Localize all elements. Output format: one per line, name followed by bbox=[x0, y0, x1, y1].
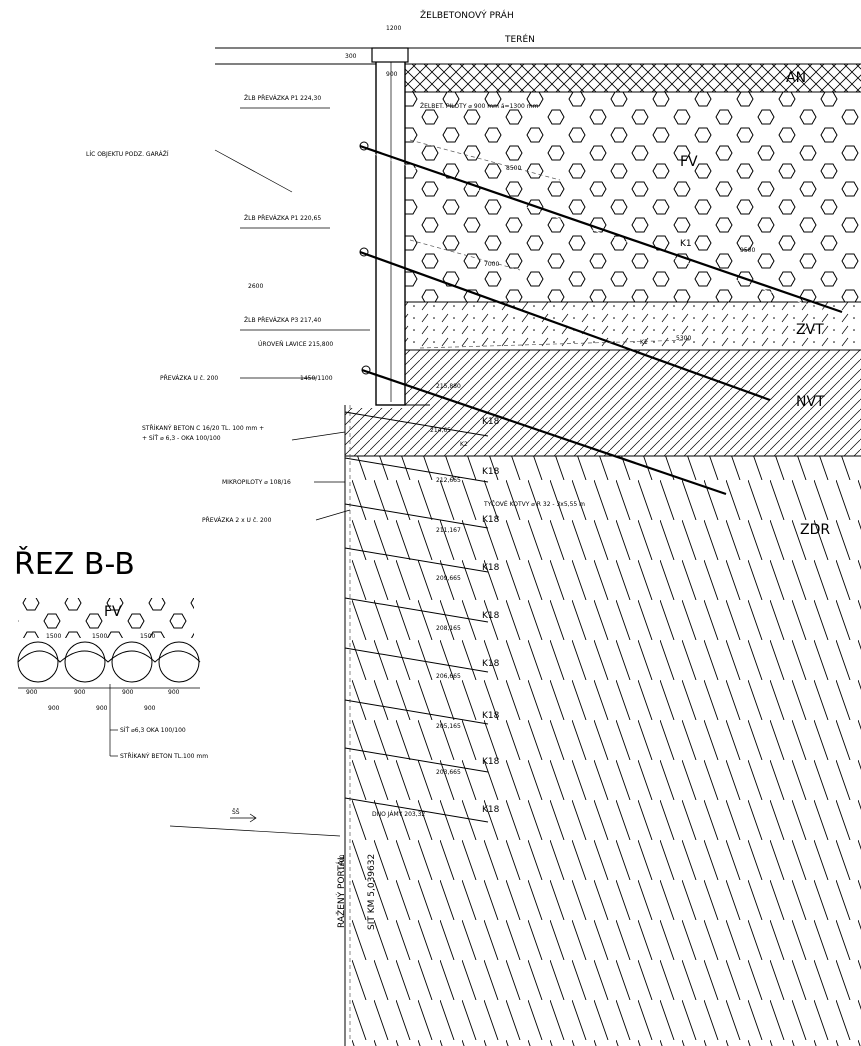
micropiles-label: MIKROPILOTY ⌀ 108/16 bbox=[222, 479, 291, 486]
wall-cap-label: ŽELBETONOVÝ PRÁH bbox=[420, 9, 514, 21]
anchor-k1-second bbox=[359, 250, 771, 402]
svg-text:209,665: 209,665 bbox=[436, 575, 461, 582]
anchor-k2 bbox=[361, 368, 727, 496]
dim-900: 900 bbox=[386, 71, 398, 78]
level-labels: 212,665 211,167 209,665 208,165 206,665 … bbox=[436, 477, 461, 776]
pile-wall bbox=[375, 59, 406, 406]
svg-text:K18: K18 bbox=[482, 515, 500, 525]
dim-line-8500 bbox=[409, 139, 561, 181]
beam-p1b-label: ŽLB PŘEVÁZKA P1 220,65 bbox=[244, 214, 321, 222]
layer-zdr bbox=[345, 456, 861, 1046]
anchor-head-2 bbox=[359, 247, 369, 257]
layer-fv bbox=[405, 92, 861, 302]
piles-label: ŽELBET. PILOTY ⌀ 900 mm á=1300 mm bbox=[420, 102, 539, 110]
waler2-label: PŘEVÁZKA 2 x U č. 200 bbox=[202, 516, 272, 524]
svg-text:K18: K18 bbox=[482, 611, 500, 621]
berm-label: ÚROVEŇ LAVICE 215,800 bbox=[258, 341, 333, 348]
shotcrete-line2: + SÍŤ ⌀ 6,3 - OKA 100/100 bbox=[142, 434, 221, 442]
section-concrete-label: STŘÍKANÝ BETON TL.100 mm bbox=[120, 752, 208, 760]
section-dim-mid-4: 900 bbox=[168, 689, 180, 696]
svg-text:K18: K18 bbox=[482, 417, 500, 427]
layer-nvt-upper bbox=[405, 350, 861, 408]
section-mesh-label: SÍŤ ⌀6,3 OKA 100/100 bbox=[120, 726, 186, 734]
svg-text:211,167: 211,167 bbox=[436, 527, 461, 534]
anchor-head-3 bbox=[361, 365, 371, 375]
section-dim-bot-3: 900 bbox=[144, 705, 156, 712]
layer-zvt bbox=[405, 302, 861, 350]
svg-text:K18: K18 bbox=[482, 711, 500, 721]
svg-text:203,665: 203,665 bbox=[436, 769, 461, 776]
dim-1200: 1200 bbox=[386, 25, 401, 32]
level-214: 214,65 bbox=[430, 427, 451, 434]
dim-line-5300 bbox=[419, 339, 691, 349]
len-7000: 7000 bbox=[484, 261, 499, 268]
len-8500: 8500 bbox=[506, 165, 521, 172]
layer-zvt-label: ZVT bbox=[796, 322, 824, 338]
section-dim-top-3: 1500 bbox=[140, 633, 155, 640]
dim-300: 300 bbox=[345, 53, 357, 60]
layer-nvt-lower bbox=[345, 408, 861, 456]
leader-shotcrete bbox=[291, 431, 346, 441]
portal-name: RAŽENÝ PORTÁL bbox=[335, 855, 347, 928]
section-arrow-icon bbox=[230, 813, 257, 823]
anchor-k1b-label: K1 bbox=[640, 339, 648, 346]
wall-cap bbox=[371, 47, 409, 63]
section-dim-top-2: 1500 bbox=[92, 633, 107, 640]
terrain-label: TERÉN bbox=[504, 33, 535, 45]
level-216: 215,880 bbox=[436, 383, 461, 390]
section-dim-mid-2: 900 bbox=[74, 689, 86, 696]
layer-zdr-label: ZDR bbox=[800, 522, 830, 538]
leader-garage bbox=[214, 149, 293, 193]
section-cut-line bbox=[169, 825, 341, 837]
layer-an-label: AN bbox=[786, 70, 806, 86]
svg-text:K18: K18 bbox=[482, 467, 500, 477]
anchor-head-1 bbox=[359, 141, 369, 151]
svg-text:K18: K18 bbox=[482, 757, 500, 767]
dim-1450: 1450/1100 bbox=[300, 375, 333, 382]
section-fv-label: FV bbox=[104, 604, 122, 620]
shotcrete-line1: STŘÍKANÝ BETON C 16/20 TL. 100 mm + bbox=[142, 424, 264, 432]
layer-an bbox=[405, 64, 861, 92]
svg-text:206,665: 206,665 bbox=[436, 673, 461, 680]
svg-text:205,165: 205,165 bbox=[436, 723, 461, 730]
section-dim-bot-1: 900 bbox=[48, 705, 60, 712]
svg-text:212,665: 212,665 bbox=[436, 477, 461, 484]
layer-fv-label: FV bbox=[680, 154, 698, 170]
anchor-k2-label: K2 bbox=[460, 441, 468, 448]
section-title: ŘEZ B-B bbox=[14, 546, 135, 582]
anchor-k1 bbox=[359, 144, 843, 314]
layer-nvt-label: NVT bbox=[796, 394, 825, 410]
section-fv-band bbox=[18, 598, 194, 638]
len-5300: 5300 bbox=[676, 335, 691, 342]
garage-label: LÍC OBJEKTU PODZ. GARÁŽÍ bbox=[86, 150, 169, 158]
svg-text:K18: K18 bbox=[482, 659, 500, 669]
dim-2600: 2600 bbox=[248, 283, 263, 290]
dim-line-7000 bbox=[409, 239, 521, 271]
section-dim-top-1: 1500 bbox=[46, 633, 61, 640]
beam-p3-label: ŽLB PŘEVÁZKA P3 217,40 bbox=[244, 316, 321, 324]
len-9500: 9500 bbox=[740, 247, 755, 254]
k18-labels: K18 K18 K18 K18 K18 K18 K18 K18 K18 bbox=[482, 417, 500, 815]
tie-rods-label: TYČOVÉ KOTVY ⌀ R 32 - 3x5,55 m bbox=[483, 500, 585, 508]
svg-text:K18: K18 bbox=[482, 563, 500, 573]
beam-p1-label: ŽLB PŘEVÁZKA P1 224,30 bbox=[244, 94, 321, 102]
section-piles bbox=[17, 641, 201, 683]
portal-dim: 1000 bbox=[339, 855, 346, 870]
svg-text:K18: K18 bbox=[482, 805, 500, 815]
leader-waler2 bbox=[315, 509, 351, 521]
bottom-label: DNO JÁMY 203,32 bbox=[372, 811, 425, 818]
tie-rods bbox=[344, 411, 489, 823]
anchor-k1-label: K1 bbox=[680, 239, 692, 249]
section-dim-mid-1: 900 bbox=[26, 689, 38, 696]
section-arrow-label: ŠŠ bbox=[232, 809, 240, 816]
section-dim-bot-2: 900 bbox=[96, 705, 108, 712]
portal-km: SIT KM 5,039632 bbox=[367, 854, 377, 930]
waler-label: PŘEVÁZKA U č. 200 bbox=[160, 374, 218, 382]
svg-text:208,165: 208,165 bbox=[436, 625, 461, 632]
section-dim-mid-3: 900 bbox=[122, 689, 134, 696]
